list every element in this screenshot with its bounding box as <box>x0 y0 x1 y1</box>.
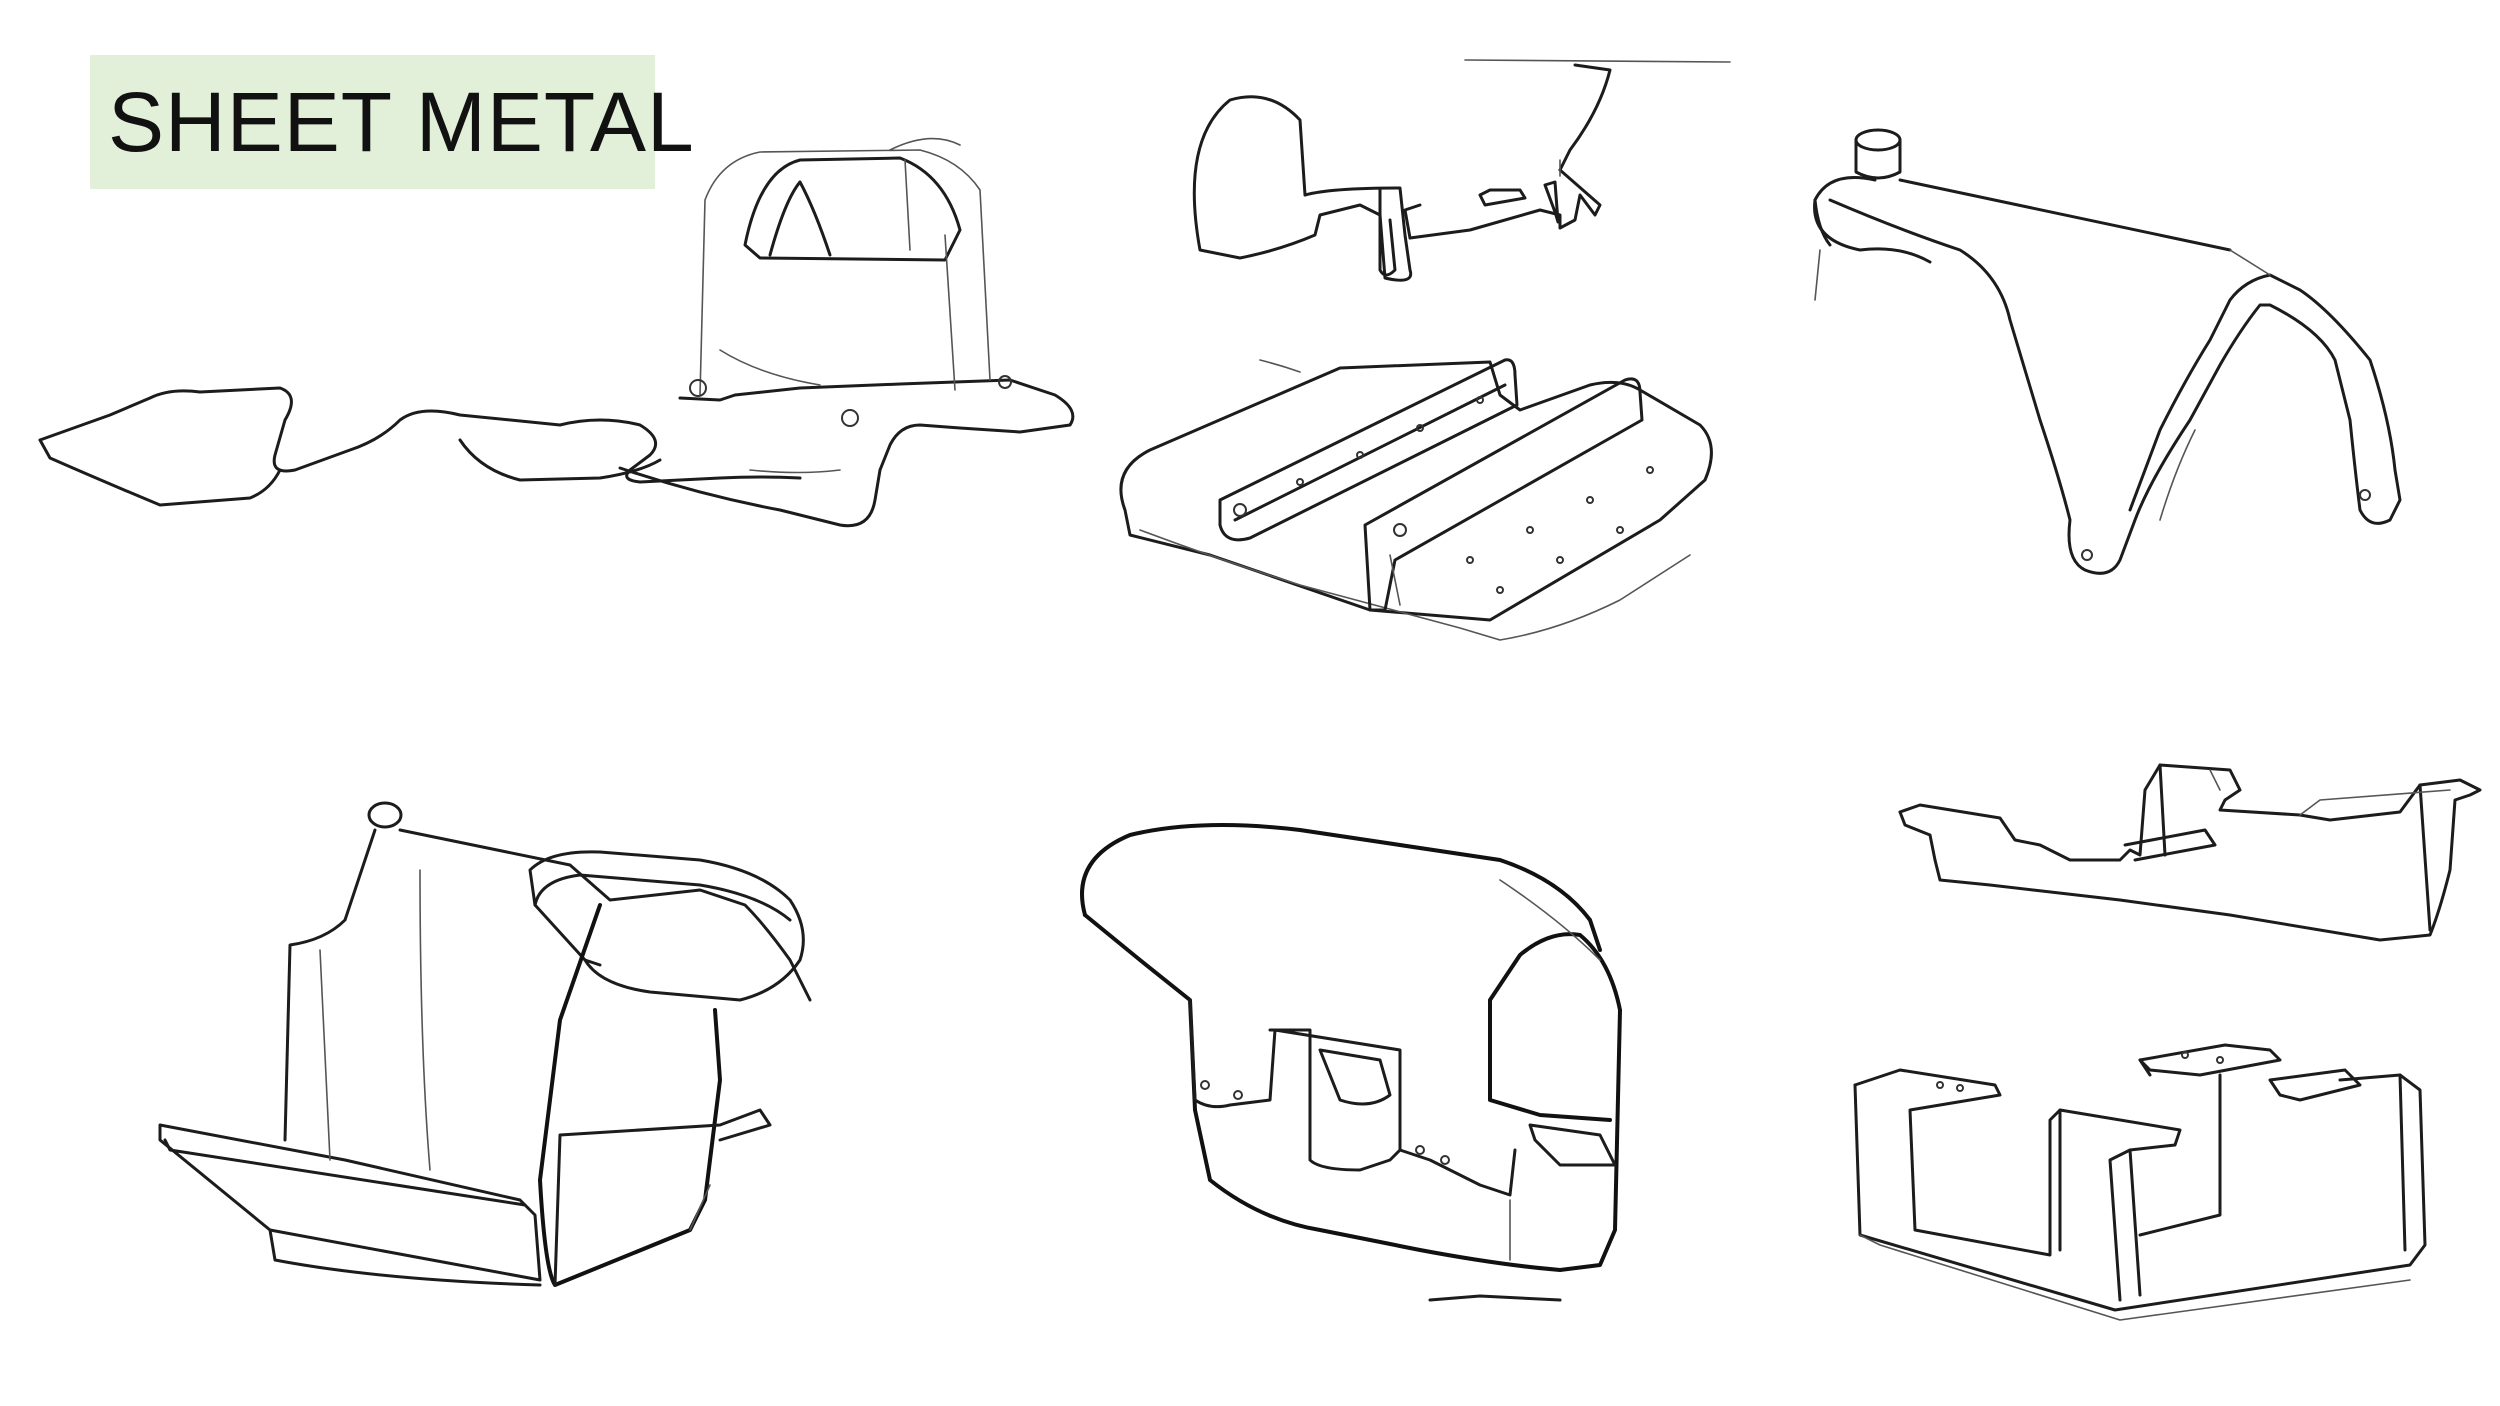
wishbone-arm-sketch <box>1813 128 2402 575</box>
ribbed-base-plate-sketch <box>1119 358 1713 641</box>
floor-pan-with-seat-frame-sketch <box>38 137 1075 528</box>
curved-bracket-sketch <box>1192 59 1731 282</box>
box-frame-with-tabs-sketch <box>1853 1043 2427 1321</box>
title-text: SHEET METAL <box>108 74 695 169</box>
title-label: SHEET METAL <box>90 55 694 189</box>
hood-enclosure-sketch <box>1080 823 1622 1302</box>
u-channel-bracket-sketch <box>1898 763 2482 942</box>
bent-frame-with-saddle-sketch <box>158 801 812 1287</box>
